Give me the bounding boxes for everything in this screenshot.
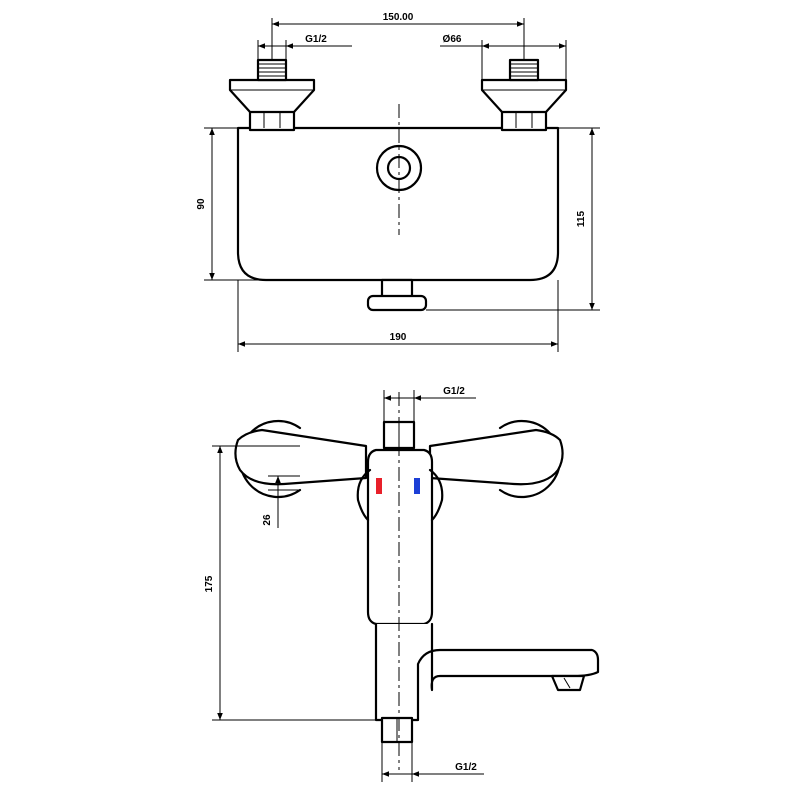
dim-label-inlet-spacing: 150.00: [383, 12, 414, 23]
front-view: G1/2 26 175 G1/2: [204, 386, 600, 782]
dim-label-total-height: 115: [576, 210, 587, 227]
dim-label-left-thread: G1/2: [305, 34, 327, 45]
dim-label-body-width: 190: [390, 332, 407, 343]
top-view: 150.00 G1/2 Ø66 90: [196, 12, 600, 352]
center-outlet-knob: [375, 104, 423, 235]
dim-label-right-diameter: Ø66: [443, 34, 462, 45]
left-rosette: [234, 419, 368, 499]
dim-label-front-bottom-thread: G1/2: [455, 762, 477, 773]
cartridge-body: [356, 448, 444, 626]
dim-eccentric-offset: 26: [262, 475, 300, 528]
dim-front-top-thread: G1/2: [383, 386, 476, 422]
bottom-connector: [380, 716, 414, 744]
dim-front-height: 175: [204, 445, 376, 721]
left-inlet: [228, 58, 316, 132]
right-rosette: [428, 419, 564, 499]
cold-indicator: [414, 478, 420, 494]
right-inlet: [480, 58, 568, 132]
spout-top-view: [366, 278, 428, 312]
dim-label-body-height: 90: [196, 198, 207, 210]
dim-label-front-top-thread: G1/2: [443, 386, 465, 397]
dim-right-diameter: Ø66: [440, 34, 567, 80]
dim-label-eccentric-offset: 26: [262, 514, 273, 526]
dim-body-height: 90: [196, 127, 266, 281]
dim-inlet-spacing: 150.00: [271, 12, 525, 60]
dim-total-height: 115: [426, 127, 600, 311]
spout-front-view: [374, 622, 600, 722]
dim-body-width: 190: [237, 280, 559, 352]
mixer-body-top: [236, 126, 560, 282]
dim-front-bottom-thread: G1/2: [381, 742, 484, 782]
dim-left-thread: G1/2: [257, 34, 352, 60]
hot-indicator: [376, 478, 382, 494]
dim-label-front-height: 175: [204, 575, 215, 592]
